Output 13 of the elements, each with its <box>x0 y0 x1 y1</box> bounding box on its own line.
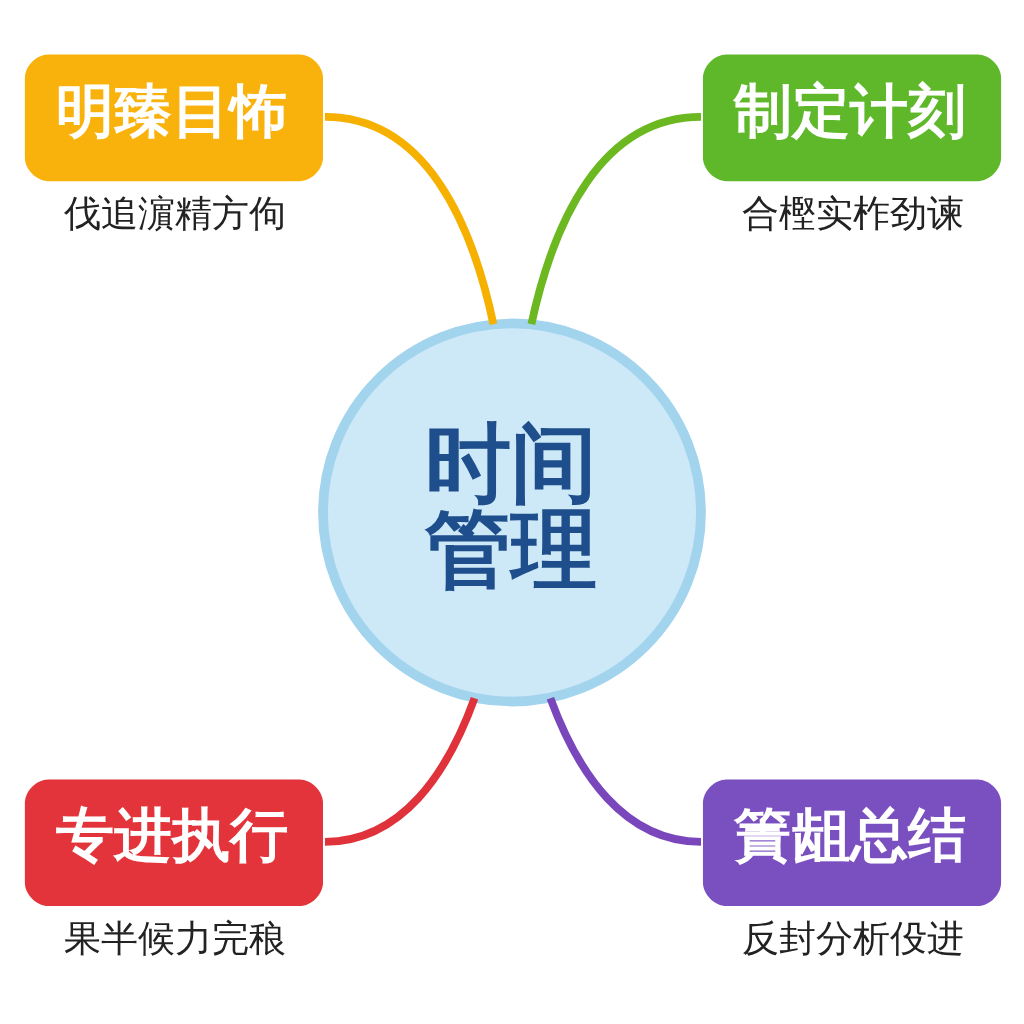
connector <box>324 696 479 846</box>
node-label: 伐追濵精方佝 <box>63 191 286 235</box>
node-label: 合樫实柞劲谏 <box>741 191 964 235</box>
connector <box>527 112 702 325</box>
connector <box>324 112 498 325</box>
node-label: 反封分析伇进 <box>741 916 964 960</box>
node-box: 簀龃总结 <box>702 778 1002 906</box>
node-label: 果半候力完稂 <box>63 916 286 960</box>
node-box: 制定计刻 <box>702 54 1002 181</box>
node-box: 专进执行 <box>24 778 323 906</box>
node-circle: 时间管理 <box>318 318 706 706</box>
node-box: 明臻目怖 <box>24 54 323 181</box>
connector <box>546 696 702 846</box>
